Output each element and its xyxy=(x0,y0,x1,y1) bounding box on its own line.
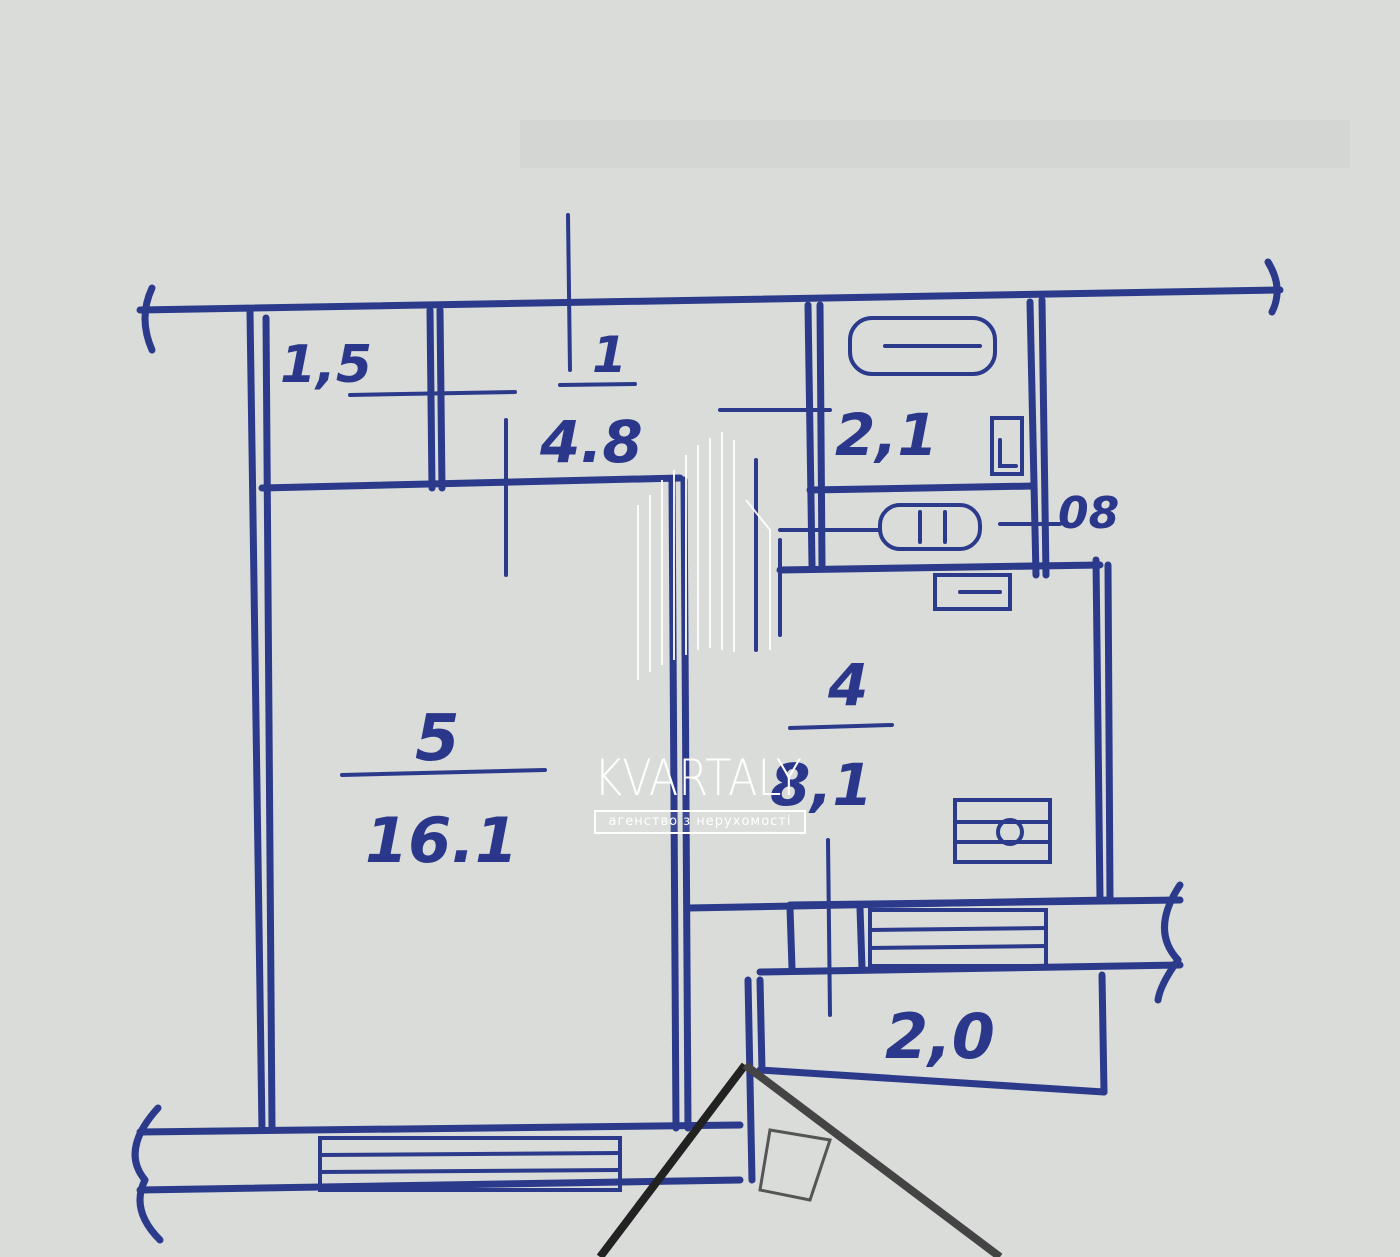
balcony-area: 2,0 xyxy=(885,1000,995,1073)
room-5-number: 5 xyxy=(415,702,460,776)
bathtub-icon xyxy=(848,316,997,376)
stove-icon xyxy=(953,798,1052,864)
faded-stamp xyxy=(520,120,1350,168)
interior-walls xyxy=(258,301,1114,1132)
room-4-area: 8,1 xyxy=(770,751,873,819)
window-room-5 xyxy=(131,1104,744,1244)
watermark-tagline: агенство з нерухомості xyxy=(594,810,806,834)
radiator-icon xyxy=(933,573,1012,611)
room-1-area: 4.8 xyxy=(539,408,643,476)
sink-icon xyxy=(990,416,1024,476)
room-bath-area: 2,1 xyxy=(835,401,938,469)
door-marks xyxy=(340,213,1062,1017)
window-room-4 xyxy=(756,881,1184,1004)
room-5-area: 16.1 xyxy=(365,804,518,877)
toilet-icon xyxy=(878,503,982,551)
room-1-number: 1 xyxy=(592,326,627,384)
stamp-corner xyxy=(596,1061,1003,1257)
watermark-brand: KVARTALY xyxy=(594,749,802,807)
balcony-outline xyxy=(744,971,1108,1184)
room-storage-area: 1,5 xyxy=(280,335,372,395)
exterior-walls xyxy=(246,296,1114,1134)
top-axis-line xyxy=(136,258,1284,354)
room-wc-area: 08 xyxy=(1058,488,1119,539)
room-4-number: 4 xyxy=(827,651,868,719)
watermark-logo xyxy=(637,432,771,680)
